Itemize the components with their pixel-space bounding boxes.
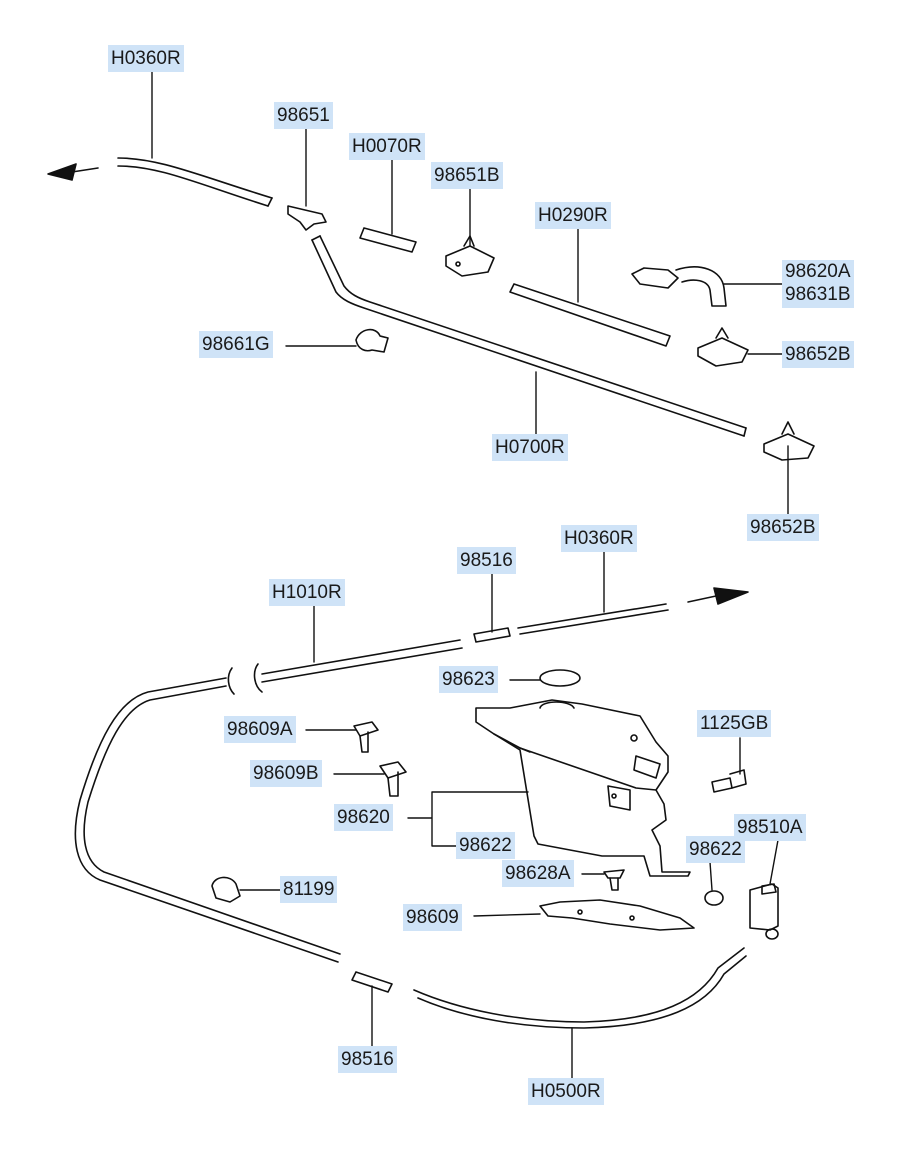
label-98516-top[interactable]: 98516 (457, 547, 516, 574)
joint-98516-top (473, 627, 511, 643)
clip-98661g (355, 328, 389, 353)
label-98651[interactable]: 98651 (274, 102, 333, 129)
label-98631b: 98631B (785, 284, 851, 305)
label-h0500r[interactable]: H0500R (528, 1078, 604, 1105)
label-98620a-98631b[interactable]: 98620A 98631B (782, 260, 854, 308)
label-98609a[interactable]: 98609A (224, 716, 296, 743)
leader-98622-right (709, 861, 713, 891)
direction-arrow-left (47, 163, 99, 181)
grommet-98622-right (704, 890, 724, 906)
hose-h1010r (261, 639, 463, 683)
label-98510a[interactable]: 98510A (734, 814, 806, 841)
label-98628a[interactable]: 98628A (502, 860, 574, 887)
bracket-98609 (539, 899, 695, 931)
label-h0360r-top[interactable]: H0360R (108, 45, 184, 72)
label-98652b-mid[interactable]: 98652B (782, 341, 854, 368)
label-98622-left[interactable]: 98622 (456, 832, 515, 859)
screw-98609a (353, 721, 379, 753)
label-h0700r[interactable]: H0700R (492, 434, 568, 461)
label-h1010r[interactable]: H1010R (269, 579, 345, 606)
hose-h0360r-lower (517, 603, 669, 635)
nozzle-98652b-mid (697, 327, 749, 367)
hose-h0700r (311, 235, 747, 437)
label-98609[interactable]: 98609 (403, 904, 462, 931)
hose-break-marks (227, 663, 263, 695)
label-h0070r[interactable]: H0070R (349, 133, 425, 160)
label-98620a: 98620A (785, 261, 851, 282)
leader-98620 (407, 791, 529, 847)
cap-98623 (539, 669, 581, 687)
label-98651b[interactable]: 98651B (431, 162, 503, 189)
t-connector-98651 (287, 205, 327, 231)
tube-h0070r (359, 227, 417, 253)
label-98652b-low[interactable]: 98652B (747, 514, 819, 541)
screw-98609b (379, 761, 407, 797)
label-h0290r[interactable]: H0290R (535, 202, 611, 229)
hose-loop (74, 677, 341, 963)
hose-h0360r-top (117, 157, 273, 207)
label-98609b[interactable]: 98609B (250, 760, 322, 787)
tube-h0290r (509, 283, 671, 347)
leader-98510a (769, 839, 779, 885)
direction-arrow-right (687, 587, 749, 605)
label-98622-right[interactable]: 98622 (686, 836, 745, 863)
label-98623[interactable]: 98623 (439, 666, 498, 693)
label-h0360r-lower[interactable]: H0360R (561, 525, 637, 552)
pump-98510a (749, 883, 779, 940)
reservoir-98620 (475, 699, 691, 877)
elbow-hose-98620a (631, 266, 727, 307)
pin-98628a (603, 869, 625, 891)
clip-81199 (211, 876, 241, 903)
label-98620[interactable]: 98620 (334, 804, 393, 831)
nozzle-98652b-low (763, 421, 815, 461)
label-81199[interactable]: 81199 (280, 876, 338, 903)
label-98661g[interactable]: 98661G (199, 331, 273, 358)
hose-h0500r (413, 947, 747, 1029)
label-1125gb[interactable]: 1125GB (697, 710, 772, 737)
leader-98609 (473, 913, 541, 917)
joint-98516-bottom (351, 971, 393, 993)
bolt-1125gb (711, 769, 747, 793)
label-98516-bottom[interactable]: 98516 (338, 1046, 397, 1073)
